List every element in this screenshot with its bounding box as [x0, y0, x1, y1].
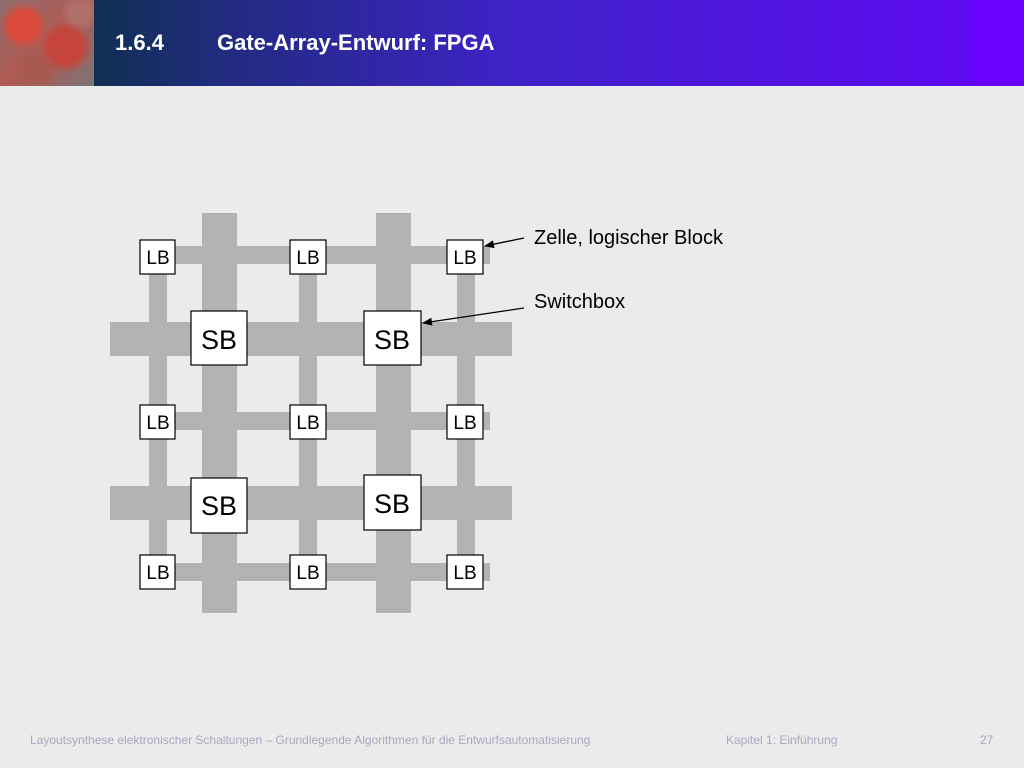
logic-block-label: LB	[296, 413, 319, 434]
footer-page-number: 27	[980, 733, 994, 747]
switch-box-label: SB	[201, 491, 237, 521]
logic-block-label: LB	[453, 248, 476, 269]
switch-box-label: SB	[374, 325, 410, 355]
switch-box-label: SB	[201, 325, 237, 355]
logic-block: LB	[446, 239, 484, 275]
switch-box-label: SB	[374, 489, 410, 519]
section-number: 1.6.4	[115, 30, 164, 55]
logic-blocks: LB LB LB LB LB LB LB LB	[139, 239, 484, 590]
switch-boxes: SB SB SB SB	[190, 310, 422, 534]
logic-block-label: LB	[453, 413, 476, 434]
switch-box: SB	[190, 477, 248, 534]
header-logo-image	[0, 0, 94, 86]
logic-block: LB	[139, 404, 176, 440]
annotations: Zelle, logischer Block Switchbox	[422, 227, 724, 326]
logic-block: LB	[289, 554, 327, 590]
logic-block-label: LB	[146, 248, 169, 269]
logic-block: LB	[289, 239, 327, 275]
logic-block: LB	[289, 404, 327, 440]
switchbox-annotation-label: Switchbox	[534, 291, 625, 313]
switch-box: SB	[190, 310, 248, 366]
logic-block-label: LB	[453, 563, 476, 584]
logic-block-label: LB	[146, 413, 169, 434]
routing-channel-v2	[376, 213, 411, 613]
switchbox-annotation-arrow	[422, 307, 525, 326]
routing-channel-v1	[202, 213, 237, 613]
slide-title: Gate-Array-Entwurf: FPGA	[217, 30, 495, 55]
switch-box: SB	[363, 474, 422, 531]
logic-block: LB	[446, 404, 484, 440]
logic-block-label: LB	[146, 563, 169, 584]
logic-block: LB	[139, 239, 176, 275]
footer-chapter: Kapitel 1: Einführung	[726, 733, 838, 747]
header-accent-block	[974, 0, 1024, 86]
switch-box: SB	[363, 310, 422, 366]
cell-annotation-label: Zelle, logischer Block	[534, 227, 724, 249]
logic-block: LB	[446, 554, 484, 590]
footer-course-title: Layoutsynthese elektronischer Schaltunge…	[30, 733, 591, 747]
slide-header-bar: 1.6.4 Gate-Array-Entwurf: FPGA	[0, 0, 1024, 86]
logic-block: LB	[139, 554, 176, 590]
cell-annotation-arrow	[484, 237, 525, 249]
logic-block-label: LB	[296, 563, 319, 584]
logic-block-label: LB	[296, 248, 319, 269]
